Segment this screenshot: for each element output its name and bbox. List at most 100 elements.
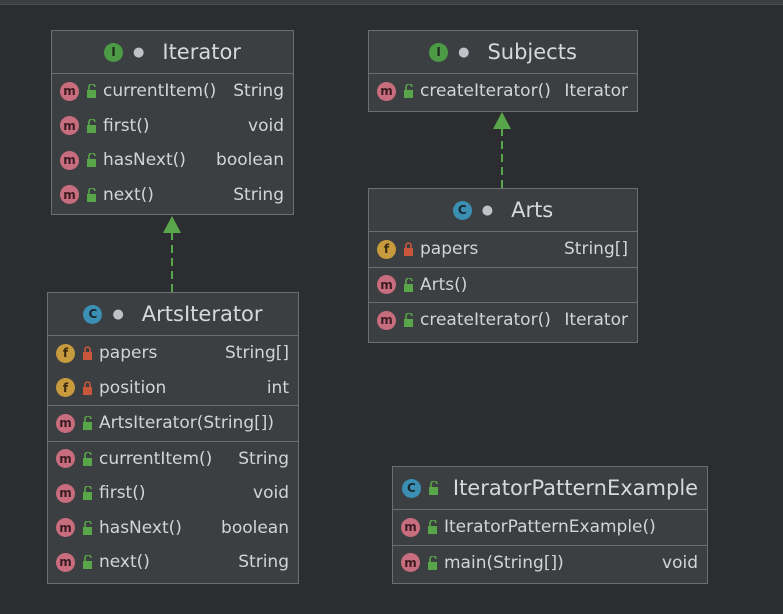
member-row[interactable]: m currentItem() String	[48, 442, 298, 477]
class-box-iterator[interactable]: I ● Iterator m currentItem() String m fi…	[51, 30, 294, 215]
class-box-artsiterator[interactable]: C ● ArtsIterator f papers String[] f pos…	[47, 292, 299, 584]
window-top-edge	[0, 0, 783, 5]
member-type: boolean	[216, 150, 284, 171]
member-row[interactable]: m next() String	[48, 545, 298, 580]
fields-section: f papers String[]	[369, 232, 637, 268]
member-row[interactable]: m IteratorPatternExample()	[393, 510, 707, 545]
public-unlock-icon	[86, 153, 97, 168]
method-icon: m	[60, 185, 79, 205]
member-name: main(String[])	[444, 552, 564, 573]
member-name: createIterator()	[420, 81, 551, 102]
public-unlock-icon	[427, 520, 438, 535]
member-type: int	[266, 377, 289, 398]
public-unlock-icon	[82, 451, 93, 466]
method-icon: m	[56, 413, 75, 433]
class-header: I ● Iterator	[52, 31, 293, 74]
member-row[interactable]: m ArtsIterator(String[])	[48, 406, 298, 441]
public-unlock-icon	[86, 84, 97, 99]
class-box-subjects[interactable]: I ● Subjects m createIterator() Iterator	[368, 30, 638, 112]
member-type: Iterator	[564, 81, 628, 102]
main-class-icon: C	[401, 478, 421, 498]
class-icon: C	[83, 304, 103, 324]
constructors-section: m Arts()	[369, 268, 637, 303]
member-row[interactable]: m createIterator() Iterator	[369, 303, 637, 338]
member-row[interactable]: m main(String[]) void	[393, 546, 707, 581]
constructors-section: m IteratorPatternExample()	[393, 510, 707, 546]
member-name: first()	[103, 115, 150, 136]
public-unlock-icon	[82, 520, 93, 535]
member-row[interactable]: m next() String	[52, 178, 293, 213]
class-box-arts[interactable]: C ● Arts f papers String[] m Arts() m cr…	[368, 188, 638, 343]
member-row[interactable]: m Arts()	[369, 268, 637, 303]
public-unlock-icon	[86, 118, 97, 133]
package-visibility-icon: ●	[112, 306, 124, 322]
public-unlock-icon	[403, 277, 414, 292]
package-visibility-icon: ●	[481, 202, 494, 218]
method-icon: m	[401, 517, 420, 537]
member-name: currentItem()	[99, 448, 213, 469]
member-name: next()	[103, 184, 154, 205]
method-icon: m	[60, 81, 79, 101]
member-row[interactable]: m createIterator() Iterator	[369, 74, 637, 109]
member-row[interactable]: f papers String[]	[48, 336, 298, 371]
member-type: String	[233, 184, 284, 205]
public-unlock-icon	[86, 187, 97, 202]
class-header: I ● Subjects	[369, 31, 637, 74]
member-name: hasNext()	[99, 517, 182, 538]
public-unlock-icon	[428, 481, 439, 495]
package-visibility-icon: ●	[458, 44, 470, 60]
class-name: IteratorPatternExample	[452, 476, 699, 500]
method-icon: m	[56, 483, 75, 503]
method-icon: m	[56, 518, 75, 538]
member-row[interactable]: f position int	[48, 371, 298, 406]
interface-icon: I	[429, 42, 449, 62]
static-method-icon: m	[401, 553, 420, 573]
member-row[interactable]: m first() void	[52, 109, 293, 144]
member-name: papers	[420, 239, 479, 260]
public-unlock-icon	[82, 486, 93, 501]
member-row[interactable]: m currentItem() String	[52, 74, 293, 109]
member-name: hasNext()	[103, 150, 186, 171]
public-unlock-icon	[82, 555, 93, 570]
member-name: papers	[99, 343, 158, 364]
members-section: m createIterator() Iterator	[369, 74, 637, 109]
member-type: void	[248, 115, 284, 136]
member-name: first()	[99, 483, 146, 504]
method-icon: m	[377, 81, 396, 101]
implements-arrowhead-subjects	[493, 112, 511, 129]
constructors-section: m ArtsIterator(String[])	[48, 406, 298, 442]
method-icon: m	[377, 275, 396, 295]
class-name: Iterator	[162, 40, 241, 64]
member-row[interactable]: m first() void	[48, 476, 298, 511]
member-name: position	[99, 377, 167, 398]
method-icon: m	[56, 552, 75, 572]
method-icon: m	[60, 150, 79, 170]
member-row[interactable]: m hasNext() boolean	[48, 511, 298, 546]
fields-section: f papers String[] f position int	[48, 336, 298, 406]
member-type: String[]	[225, 343, 289, 364]
public-unlock-icon	[427, 555, 438, 570]
member-type: void	[662, 552, 698, 573]
member-type: Iterator	[564, 310, 628, 331]
member-type: String	[233, 81, 284, 102]
class-name: ArtsIterator	[141, 302, 263, 326]
methods-section: m createIterator() Iterator	[369, 303, 637, 338]
class-header: C IteratorPatternExample	[393, 467, 707, 510]
member-row[interactable]: m hasNext() boolean	[52, 143, 293, 178]
member-name: ArtsIterator(String[])	[99, 413, 275, 434]
methods-section: m currentItem() String m first() void m …	[48, 442, 298, 580]
field-icon: f	[377, 239, 396, 259]
methods-section: m main(String[]) void	[393, 546, 707, 581]
public-unlock-icon	[82, 416, 93, 431]
private-lock-icon	[82, 346, 93, 361]
class-box-iteratorpatternexample[interactable]: C IteratorPatternExample m IteratorPatte…	[392, 466, 708, 584]
member-row[interactable]: f papers String[]	[369, 232, 637, 267]
method-icon: m	[56, 449, 75, 469]
member-name: currentItem()	[103, 81, 217, 102]
implements-arrowhead-iterator	[163, 216, 181, 233]
member-type: boolean	[221, 517, 289, 538]
class-name: Arts	[511, 198, 554, 222]
member-name: Arts()	[420, 274, 468, 295]
private-lock-icon	[82, 380, 93, 395]
